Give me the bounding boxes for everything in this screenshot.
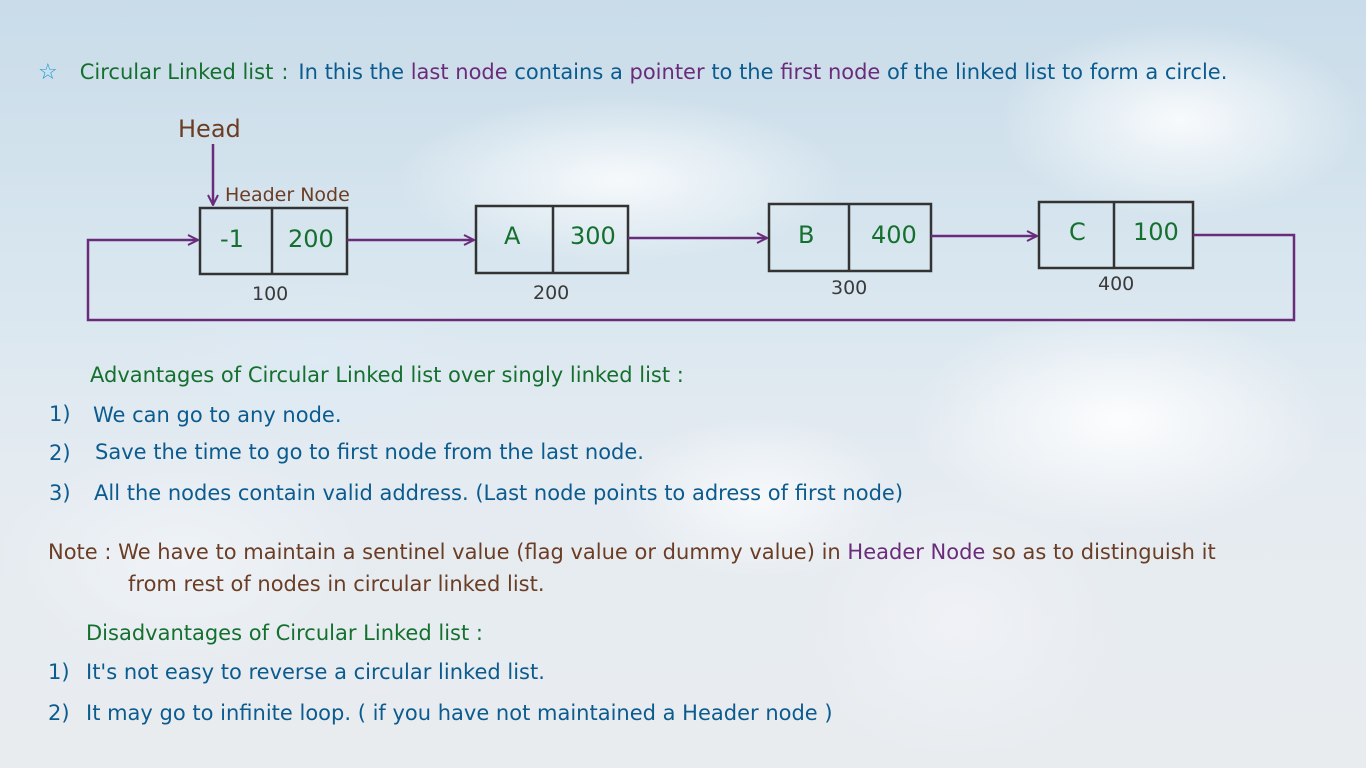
star-icon: ☆ bbox=[38, 60, 58, 85]
title-line: ☆ Circular Linked list: In this the last n… bbox=[38, 60, 1227, 85]
advantage-2-number: 2) bbox=[49, 441, 71, 465]
circular-back-link-arrow bbox=[86, 233, 1296, 322]
title-highlight-pointer: pointer bbox=[629, 60, 705, 84]
note-line-2: from rest of nodes in circular linked li… bbox=[128, 572, 545, 596]
disadvantage-2-text: It may go to infinite loop. ( if you hav… bbox=[86, 701, 833, 725]
node-b-data: B bbox=[798, 221, 815, 249]
title-text-1: In this the bbox=[298, 60, 405, 84]
node-c-next: 100 bbox=[1133, 218, 1179, 246]
advantage-1-text: We can go to any node. bbox=[93, 403, 342, 427]
advantage-3-number: 3) bbox=[49, 481, 71, 505]
title-highlight-first-node: first node bbox=[780, 60, 881, 84]
note-text-2: so as to distinguish it bbox=[992, 540, 1216, 564]
title-separator: : bbox=[281, 60, 289, 84]
title-highlight-last-node: last node bbox=[410, 60, 508, 84]
disadvantage-2-number: 2) bbox=[48, 701, 70, 725]
node-a bbox=[474, 204, 630, 275]
header-node-label: Header Node bbox=[225, 184, 350, 206]
node-a-next: 300 bbox=[570, 222, 616, 250]
note-line-1: Note : We have to maintain a sentinel va… bbox=[48, 540, 1216, 564]
node-c-address: 400 bbox=[1098, 273, 1135, 295]
note-highlight-header-node: Header Node bbox=[847, 540, 986, 564]
node-b-address: 300 bbox=[831, 277, 868, 299]
disadvantages-heading: Disadvantages of Circular Linked list : bbox=[86, 621, 483, 645]
note-prefix: Note : bbox=[48, 540, 112, 564]
node-a-address: 200 bbox=[533, 282, 570, 304]
note-text-1: We have to maintain a sentinel value (fl… bbox=[118, 540, 841, 564]
title-text-4: of the linked list to form a circle. bbox=[887, 60, 1228, 84]
advantage-3-text: All the nodes contain valid address. (La… bbox=[94, 481, 904, 505]
advantage-1-number: 1) bbox=[49, 402, 71, 426]
title-label: Circular Linked list bbox=[79, 60, 274, 84]
node-b-next: 400 bbox=[871, 221, 917, 249]
node-c-data: C bbox=[1069, 218, 1086, 246]
advantage-2-text: Save the time to go to first node from t… bbox=[95, 440, 644, 464]
node-header-data: -1 bbox=[220, 225, 244, 253]
advantages-heading: Advantages of Circular Linked list over … bbox=[90, 363, 684, 387]
title-text-2: contains a bbox=[514, 60, 623, 84]
node-header-address: 100 bbox=[252, 283, 289, 305]
node-b bbox=[767, 202, 933, 273]
circular-linked-list-diagram bbox=[86, 144, 1296, 322]
disadvantage-1-number: 1) bbox=[48, 660, 70, 684]
disadvantage-1-text: It's not easy to reverse a circular link… bbox=[86, 660, 545, 684]
title-text-3: to the bbox=[711, 60, 774, 84]
node-a-data: A bbox=[504, 222, 521, 250]
node-header-next: 200 bbox=[288, 225, 334, 253]
head-label: Head bbox=[178, 115, 241, 143]
